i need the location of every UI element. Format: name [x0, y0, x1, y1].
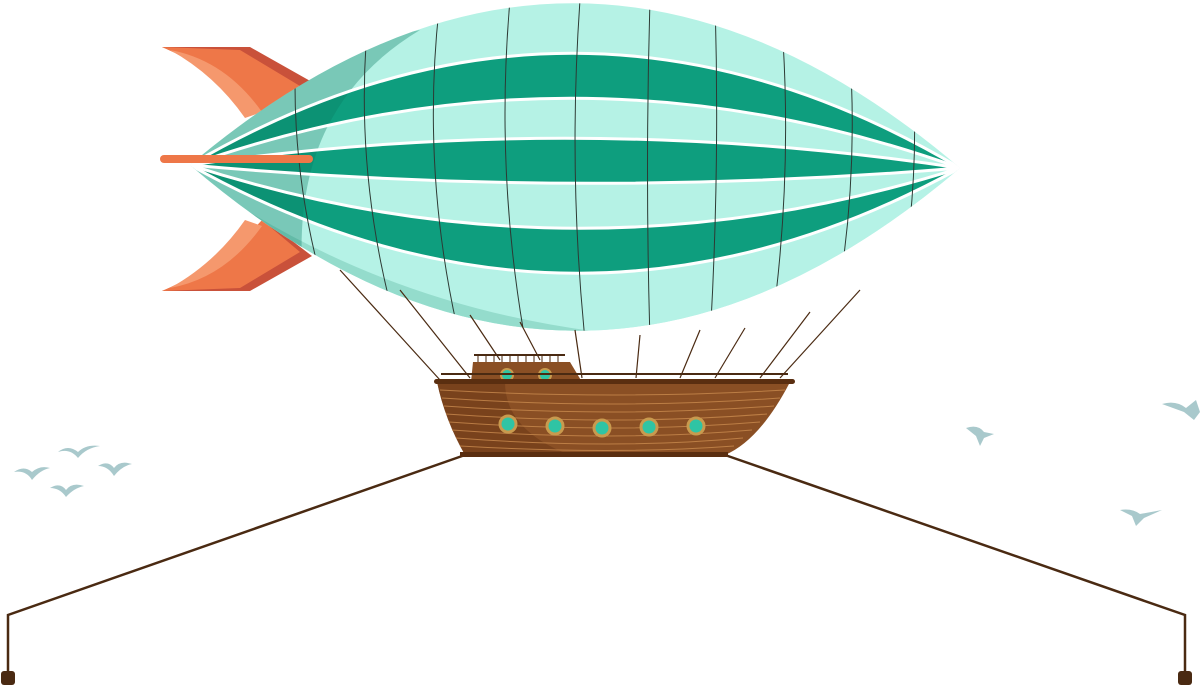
- left-anchor-weight: [1, 671, 15, 685]
- anchor-ropes: [6, 453, 1187, 676]
- bird-icon: [1120, 509, 1162, 526]
- bird-icon: [98, 462, 132, 476]
- bird-icon: [14, 467, 50, 480]
- bird-icon: [50, 484, 84, 497]
- bird-icon: [58, 445, 100, 458]
- bird-icon: [1162, 400, 1200, 420]
- tail-fins: [162, 47, 312, 291]
- suspension-ropes: [339, 269, 861, 381]
- right-anchor-weight: [1178, 671, 1192, 685]
- hull-portholes: [498, 414, 706, 438]
- bird-icon: [966, 426, 994, 446]
- ship-gondola: [434, 354, 795, 457]
- balloon: [190, 3, 960, 331]
- tail-rod: [160, 155, 313, 163]
- birds: [14, 400, 1200, 526]
